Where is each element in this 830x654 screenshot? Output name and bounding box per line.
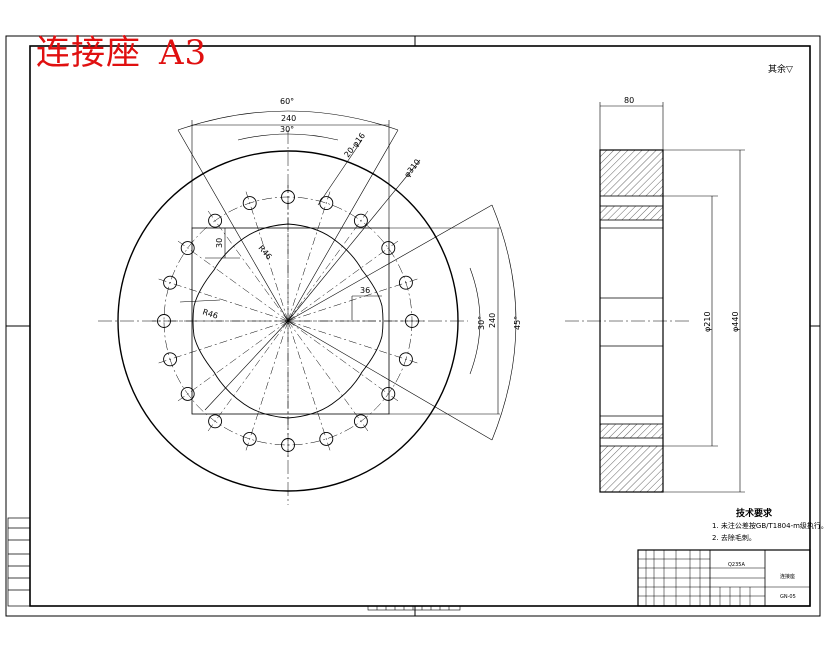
technical-requirement-item: 1. 未注公差按GB/T1804-m级执行。 (712, 522, 828, 530)
dim-depth-30: 30 (215, 238, 224, 248)
radial-center-line (287, 189, 331, 322)
bolt-hole (319, 196, 334, 211)
bolt-hole (319, 431, 334, 446)
dim-inner-36: 36 (360, 286, 370, 295)
inner-border (29, 45, 811, 607)
radial-center-line (287, 239, 400, 322)
radial-center-line (176, 239, 289, 322)
bolt-hole (353, 213, 368, 228)
dim-radius-r46b: R46 (201, 307, 219, 320)
side-view: 80 φ210 φ440 (565, 96, 745, 493)
roughness-text: 其余 (768, 65, 787, 75)
watermark-title: 连接座 A3 (36, 36, 207, 70)
radial-center-line (245, 320, 289, 453)
scale-strip (367, 605, 461, 611)
radial-center-line (156, 320, 289, 364)
watermark-name: 连接座 (36, 33, 141, 73)
title-block (637, 549, 811, 607)
dim-angle-30-right: 30° (477, 316, 486, 330)
construction-square (191, 227, 390, 415)
bolt-hole (405, 314, 419, 328)
outer-border (5, 35, 821, 617)
technical-requirements: 技术要求 1. 未注公差按GB/T1804-m级执行。 2. 去除毛刺。 (712, 508, 828, 544)
title-block-name: 连接座 (780, 573, 795, 580)
dim-height-240-right: 240 (488, 313, 497, 328)
radial-center-line (287, 320, 400, 403)
title-block-material: Q235A (728, 562, 745, 568)
dim-radius-r46: R46 (256, 244, 273, 262)
bolt-hole (163, 352, 178, 367)
bolt-hole (180, 386, 195, 401)
bolt-hole (398, 352, 413, 367)
bolt-hole (381, 386, 396, 401)
radial-center-line (287, 320, 420, 364)
dim-diameter-210: φ210 (703, 311, 712, 332)
dim-angle-45: 45° (513, 316, 522, 330)
technical-requirements-title: 技术要求 (736, 509, 773, 519)
bolt-hole (242, 431, 257, 446)
title-block-drawing-no: GN-05 (780, 594, 796, 600)
dim-outer-diameter: φ310 (402, 157, 422, 179)
bolt-hole (157, 314, 171, 328)
bolt-hole (353, 414, 368, 429)
dim-angle-60: 60° (280, 97, 294, 106)
technical-requirement-item: 2. 去除毛刺。 (712, 534, 756, 542)
outer-circle (117, 150, 459, 492)
bolt-hole (242, 196, 257, 211)
dim-angle-30-top: 30° (280, 125, 294, 134)
radial-center-line (287, 278, 420, 322)
bolt-hole (281, 438, 295, 452)
radial-center-line (245, 189, 289, 322)
left-margin-table (7, 517, 31, 607)
bolt-hole (381, 241, 396, 256)
roughness-symbol-icon: ▽ (786, 65, 793, 75)
inner-opening (192, 223, 384, 419)
bolt-hole (281, 190, 295, 204)
watermark-format: A3 (159, 33, 208, 73)
dim-thickness: 80 (624, 96, 634, 105)
roughness-note: 其余▽ (768, 62, 793, 75)
bolt-hole (208, 414, 223, 429)
bolt-hole (398, 275, 413, 290)
bolt-hole (208, 213, 223, 228)
centering-marks (6, 36, 820, 616)
bolt-hole (163, 275, 178, 290)
dim-bolt-hole: 20-φ16 (342, 131, 367, 159)
dim-width-240-top: 240 (281, 114, 296, 123)
front-view: 60° 240 30° 20-φ16 φ310 30 R46 36 R46 30… (98, 97, 522, 505)
dim-diameter-440: φ440 (731, 311, 740, 332)
radial-center-line (156, 278, 289, 322)
radial-center-line (176, 320, 289, 403)
bolt-hole (180, 241, 195, 256)
radial-center-line (287, 320, 331, 453)
